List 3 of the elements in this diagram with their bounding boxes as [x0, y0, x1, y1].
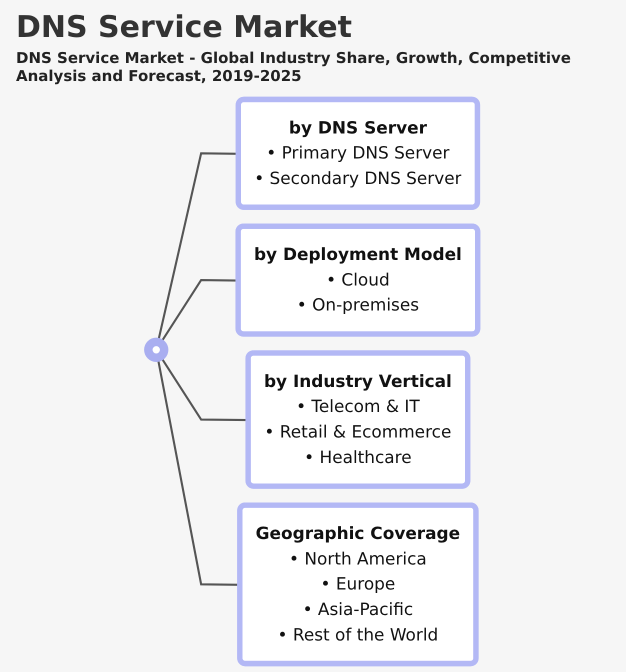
subtitle: DNS Service Market - Global Industry Share, Growth, Competitive Analysis and Forecast, 2019-2025 [16, 49, 572, 85]
title: DNS Service Market [16, 10, 353, 45]
node-circle [144, 338, 168, 362]
